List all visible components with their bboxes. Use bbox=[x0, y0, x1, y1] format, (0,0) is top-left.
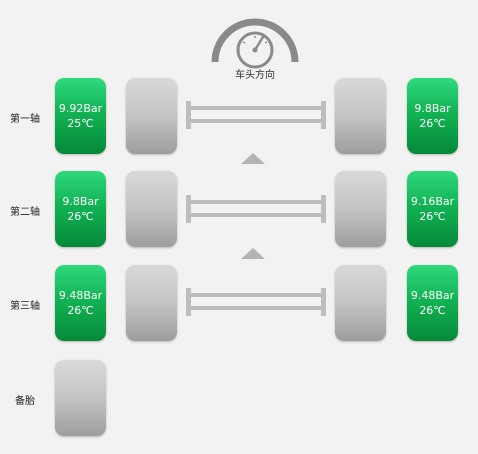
axle-1-shaft bbox=[186, 101, 326, 129]
axle-2-left-pressure: 9.8Bar bbox=[62, 195, 99, 208]
axle-1-left-sensor[interactable]: 9.92Bar 25℃ bbox=[55, 78, 106, 154]
axle-3-shaft bbox=[186, 288, 326, 316]
axle-2-left-sensor[interactable]: 9.8Bar 26℃ bbox=[55, 171, 106, 247]
axle-2-right-pressure: 9.16Bar bbox=[410, 195, 455, 208]
heading-direction-label: 车头方向 bbox=[235, 70, 275, 81]
axle-1-left-pressure: 9.92Bar bbox=[58, 102, 103, 115]
axle-3-left-tire bbox=[126, 265, 177, 341]
forward-arrow-icon bbox=[241, 153, 265, 164]
axle-2-right-tire bbox=[335, 171, 386, 247]
spare-tire-label: 备胎 bbox=[15, 396, 35, 407]
axle-2-left-temperature: 26℃ bbox=[67, 210, 94, 223]
axle-2-left-tire bbox=[126, 171, 177, 247]
axle-3-left-temperature: 26℃ bbox=[67, 304, 94, 317]
spare-tire[interactable] bbox=[55, 360, 106, 436]
axle-2-right-sensor[interactable]: 9.16Bar 26℃ bbox=[407, 171, 458, 247]
axle-3-right-temperature: 26℃ bbox=[419, 304, 446, 317]
axle-3-left-pressure: 9.48Bar bbox=[58, 289, 103, 302]
axle-1-right-temperature: 26℃ bbox=[419, 117, 446, 130]
axle-3-right-pressure: 9.48Bar bbox=[410, 289, 455, 302]
axle-1-left-tire bbox=[126, 78, 177, 154]
axle-3-right-sensor[interactable]: 9.48Bar 26℃ bbox=[407, 265, 458, 341]
axle-1-left-temperature: 25℃ bbox=[67, 117, 94, 130]
axle-1-label: 第一轴 bbox=[10, 114, 40, 125]
axle-1-right-tire bbox=[335, 78, 386, 154]
axle-2-right-temperature: 26℃ bbox=[419, 210, 446, 223]
axle-1-right-sensor[interactable]: 9.8Bar 26℃ bbox=[407, 78, 458, 154]
axle-3-right-tire bbox=[335, 265, 386, 341]
axle-3-left-sensor[interactable]: 9.48Bar 26℃ bbox=[55, 265, 106, 341]
forward-arrow-icon bbox=[241, 248, 265, 259]
axle-2-shaft bbox=[186, 195, 326, 223]
axle-3-label: 第三轴 bbox=[10, 301, 40, 312]
speedometer-icon bbox=[211, 18, 299, 69]
axle-1-right-pressure: 9.8Bar bbox=[414, 102, 451, 115]
axle-2-label: 第二轴 bbox=[10, 207, 40, 218]
